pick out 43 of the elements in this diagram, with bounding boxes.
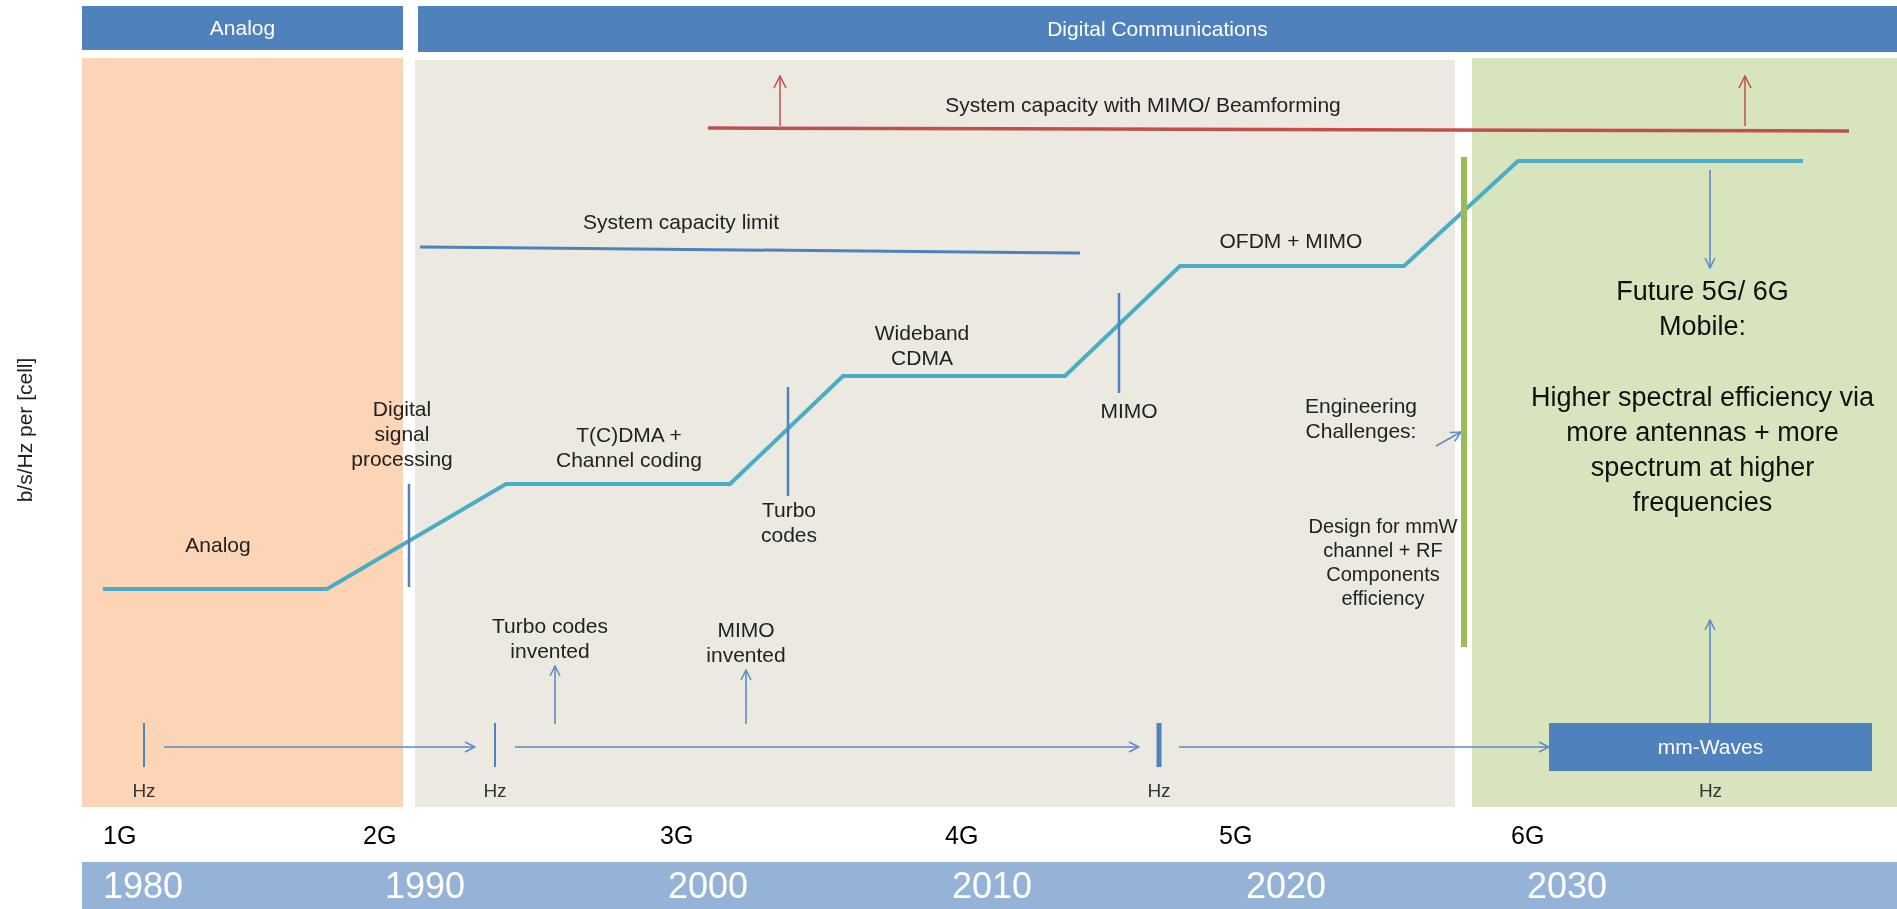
- heading-text: Future 5G/ 6G Mobile:: [1615, 275, 1790, 344]
- annotation-text: Design for mmW channel + RF Components efficiency: [1308, 514, 1458, 610]
- arrow: [740, 669, 752, 725]
- year-label: 2030: [1527, 868, 1608, 904]
- annotation-text: Turbo codes: [759, 496, 818, 548]
- generation-label: 2G: [363, 822, 397, 848]
- annotation-text: Turbo codes invented: [480, 610, 620, 666]
- arrow: [1704, 169, 1716, 269]
- annotation-text: Analog: [184, 532, 252, 558]
- year-label: 1980: [103, 868, 184, 904]
- body-text: Higher spectral efficiency via more antennas + more spectrum at higher frequencies: [1529, 381, 1876, 520]
- arrow: [1435, 431, 1462, 447]
- annotation-text: System capacity with MIMO/ Beamforming: [944, 92, 1342, 118]
- arrow: [1704, 619, 1716, 724]
- annotation-text: Engineering Challenges:: [1286, 388, 1436, 448]
- year-label: 2000: [668, 868, 749, 904]
- header-band: Analog: [82, 6, 403, 50]
- annotation-text: MIMO: [1099, 398, 1159, 424]
- generation-label: 4G: [945, 822, 979, 848]
- arrow: [1178, 741, 1550, 753]
- divider-bar: [1461, 157, 1467, 647]
- year-label: 2010: [952, 868, 1033, 904]
- annotation-text: OFDM + MIMO: [1218, 228, 1364, 254]
- header-band: Digital Communications: [418, 6, 1897, 52]
- frequency-label: Hz: [1147, 781, 1171, 800]
- frequency-label: Hz: [1698, 781, 1723, 800]
- generation-label: 5G: [1219, 822, 1253, 848]
- arrow: [549, 665, 561, 725]
- arrow: [163, 741, 476, 753]
- annotation-text: T(C)DMA + Channel coding: [555, 421, 703, 473]
- annotation-text: System capacity limit: [581, 209, 780, 235]
- frequency-label: Hz: [483, 781, 507, 800]
- annotation-text: MIMO invented: [686, 614, 806, 670]
- annotation-text: Digital signal processing: [350, 396, 454, 472]
- axis-label: b/s/Hz per [cell]: [13, 357, 35, 503]
- generation-label: 1G: [103, 822, 137, 848]
- year-label: 1990: [385, 868, 466, 904]
- arrow: [514, 741, 1140, 753]
- year-label: 2020: [1246, 868, 1327, 904]
- frequency-label: Hz: [132, 781, 156, 800]
- generation-label: 3G: [660, 822, 694, 848]
- generation-label: 6G: [1511, 822, 1545, 848]
- annotation-text: Wideband CDMA: [873, 319, 971, 371]
